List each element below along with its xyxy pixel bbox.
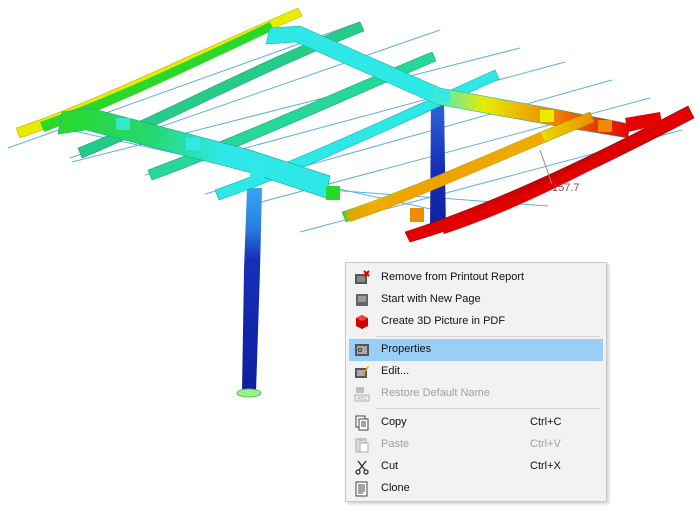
svg-text:ABC: ABC <box>357 396 368 402</box>
menu-separator <box>376 336 600 337</box>
column-base-support <box>236 388 262 398</box>
menu-item-label: Clone <box>381 482 410 494</box>
paste-icon <box>354 437 370 453</box>
joint-node <box>540 110 554 122</box>
clone-icon <box>354 481 370 497</box>
cut-icon <box>354 459 370 475</box>
menu-item-label: Paste <box>381 438 410 450</box>
restore-name-icon: ABC <box>354 386 370 402</box>
menu-item-shortcut: Ctrl+V <box>530 438 561 450</box>
purlin-front-orange[interactable] <box>345 132 545 222</box>
menu-item-label: Cut <box>381 460 399 472</box>
menu-item-label: Properties <box>381 343 432 355</box>
menu-item-label: Start with New Page <box>381 293 481 305</box>
menu-item-cut[interactable]: Cut Ctrl+X <box>349 456 603 478</box>
menu-item-properties[interactable]: Properties <box>349 339 603 361</box>
menu-item-remove-from-printout[interactable]: Remove from Printout Report <box>349 267 603 289</box>
result-leader-line <box>539 149 553 185</box>
context-menu: Remove from Printout Report Start with N… <box>345 262 607 502</box>
joint-node <box>410 208 424 222</box>
menu-item-create-3d-picture-pdf[interactable]: Create 3D Picture in PDF <box>349 311 603 333</box>
copy-icon <box>354 415 370 431</box>
menu-item-restore-default-name[interactable]: ABC Restore Default Name <box>349 383 603 405</box>
menu-item-label: Edit... <box>381 365 410 377</box>
column-front[interactable] <box>242 188 262 392</box>
menu-item-label: Create 3D Picture in PDF <box>381 315 506 327</box>
remove-printout-icon <box>354 270 370 286</box>
menu-separator <box>376 408 600 409</box>
joint-node <box>186 138 200 150</box>
menu-item-label: Remove from Printout Report <box>381 271 525 283</box>
menu-item-paste[interactable]: Paste Ctrl+V <box>349 434 603 456</box>
menu-item-start-with-new-page[interactable]: Start with New Page <box>349 289 603 311</box>
menu-item-label: Copy <box>381 416 407 428</box>
new-page-icon <box>354 292 370 308</box>
menu-item-shortcut: Ctrl+X <box>530 460 561 472</box>
result-value-label: 157.7 <box>552 182 580 194</box>
edit-icon <box>354 364 370 380</box>
joint-node <box>598 120 612 132</box>
menu-item-copy[interactable]: Copy Ctrl+C <box>349 412 603 434</box>
joint-node <box>326 186 340 200</box>
joint-node <box>438 90 450 102</box>
menu-item-edit[interactable]: Edit... <box>349 361 603 383</box>
menu-item-shortcut: Ctrl+C <box>530 416 562 428</box>
column-rear[interactable] <box>430 100 446 232</box>
joint-node <box>250 164 264 178</box>
joint-node <box>116 118 130 130</box>
red-cube-icon <box>354 314 370 330</box>
edge-beam-red-inner[interactable] <box>440 150 614 234</box>
purlin-1-green[interactable] <box>40 22 274 132</box>
properties-icon <box>354 342 370 358</box>
menu-item-clone[interactable]: Clone <box>349 478 603 500</box>
menu-item-label: Restore Default Name <box>381 387 490 399</box>
girder-end-red[interactable] <box>625 112 662 132</box>
